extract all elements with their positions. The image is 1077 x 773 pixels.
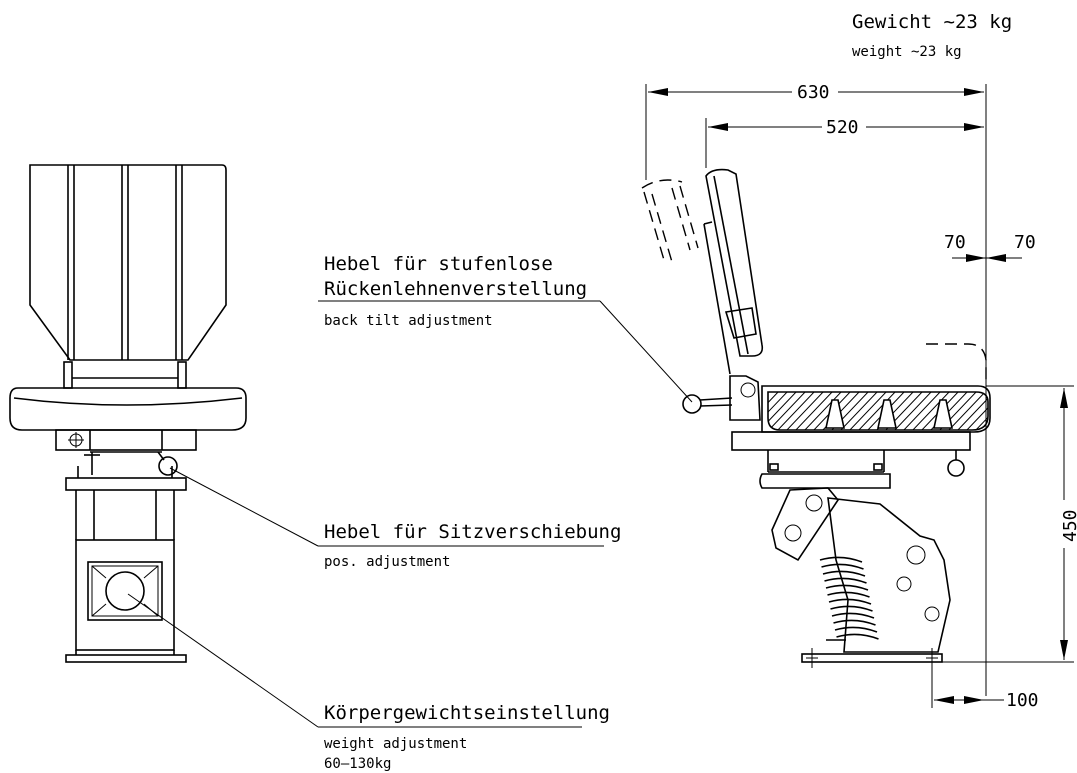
pos-adjust-lever-knob [158,456,178,476]
dimension-lines: 630 520 70 70 450 100 [645,82,1077,711]
back-tilt-lever-knob [682,394,702,414]
side-backrest [703,168,764,375]
dim-seat-height: 450 [1060,509,1077,542]
front-backrest [29,164,227,361]
weight-de: Gewicht ~23 kg [852,11,1012,33]
side-seat-cushion [761,385,991,433]
dim-fore-aft-right: 70 [1014,232,1036,253]
reclined-backrest-outline [641,179,699,263]
callout-backrest-en: back tilt adjustment [324,313,493,329]
callout-body-weight-range: 60–130kg [324,756,391,772]
callout-backrest: Hebel für stufenlose Rückenlehnenverstel… [318,253,693,403]
dim-fore-aft-left: 70 [944,232,966,253]
callout-body-weight: Körpergewichtseinstellung weight adjustm… [127,593,610,772]
dim-seat-depth: 520 [826,117,859,138]
callout-position-en: pos. adjustment [324,554,450,570]
front-view-seat [9,164,247,663]
callout-backrest-de-line1: Hebel für stufenlose [324,253,553,275]
side-pos-adjust-knob [947,459,965,477]
side-view-seat [641,168,991,668]
callout-body-weight-de: Körpergewichtseinstellung [324,702,610,724]
callout-position: Hebel für Sitzverschiebung pos. adjustme… [169,467,621,570]
callout-position-de: Hebel für Sitzverschiebung [324,521,621,543]
dim-overall-depth: 630 [797,82,830,103]
dim-base-offset: 100 [1006,690,1039,711]
callout-body-weight-en: weight adjustment [324,736,467,752]
weight-adjust-knob [105,571,145,611]
weight-en: weight ~23 kg [852,44,962,60]
front-seat-cushion [9,387,247,431]
callout-backrest-de-line2: Rückenlehnenverstellung [324,278,587,300]
suspension-spring [819,556,879,641]
